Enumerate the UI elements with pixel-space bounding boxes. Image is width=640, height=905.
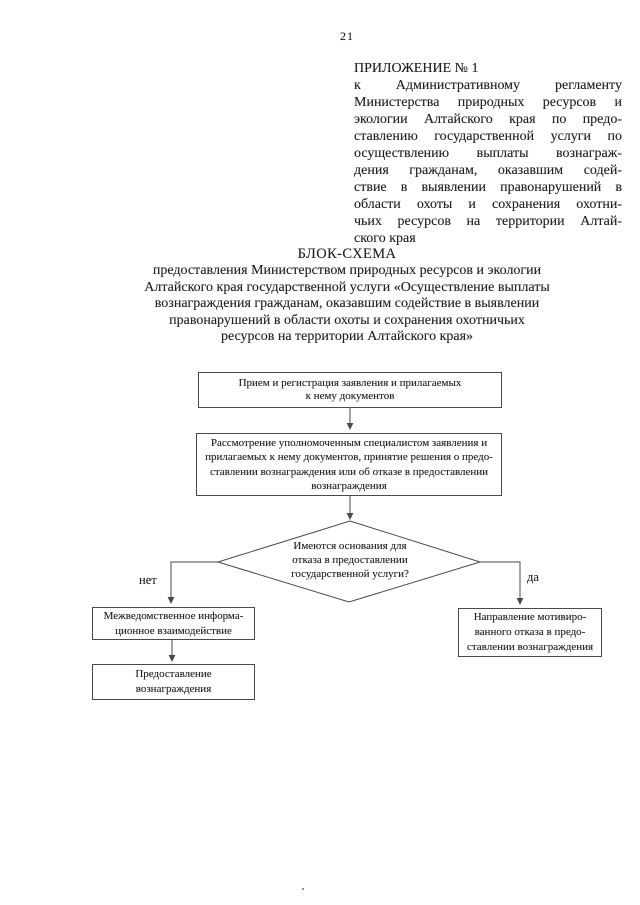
branch-no-label: нет [139,573,157,587]
arrowhead-interagency-grant [168,655,176,662]
connector-decision-yes [480,561,521,599]
flow-step-interagency-interaction: Межведомственное информа-ционное взаимод… [92,607,255,640]
scan-speck [302,888,304,890]
arrowhead-decision-no [167,597,175,604]
arrowhead-receive-review [346,423,354,430]
branch-yes-label: да [527,570,539,584]
arrowhead-review-decision [346,513,354,520]
scheme-subtitle: предоставления Министерством природных р… [144,263,550,344]
arrowhead-decision-yes [516,598,524,605]
flow-step-receive-registration: Прием и регистрация заявления и прилагае… [198,372,502,408]
page-number: 21 [340,29,354,43]
scheme-title: БЛОК-СХЕМА [297,246,397,262]
flow-step-review-decision: Рассмотрение уполномоченным специалистом… [196,433,502,496]
decision-diamond [216,520,482,603]
connector-decision-no [170,561,218,598]
flow-step-motivated-refusal: Направление мотивиро-ванного отказа в пр… [458,608,602,657]
